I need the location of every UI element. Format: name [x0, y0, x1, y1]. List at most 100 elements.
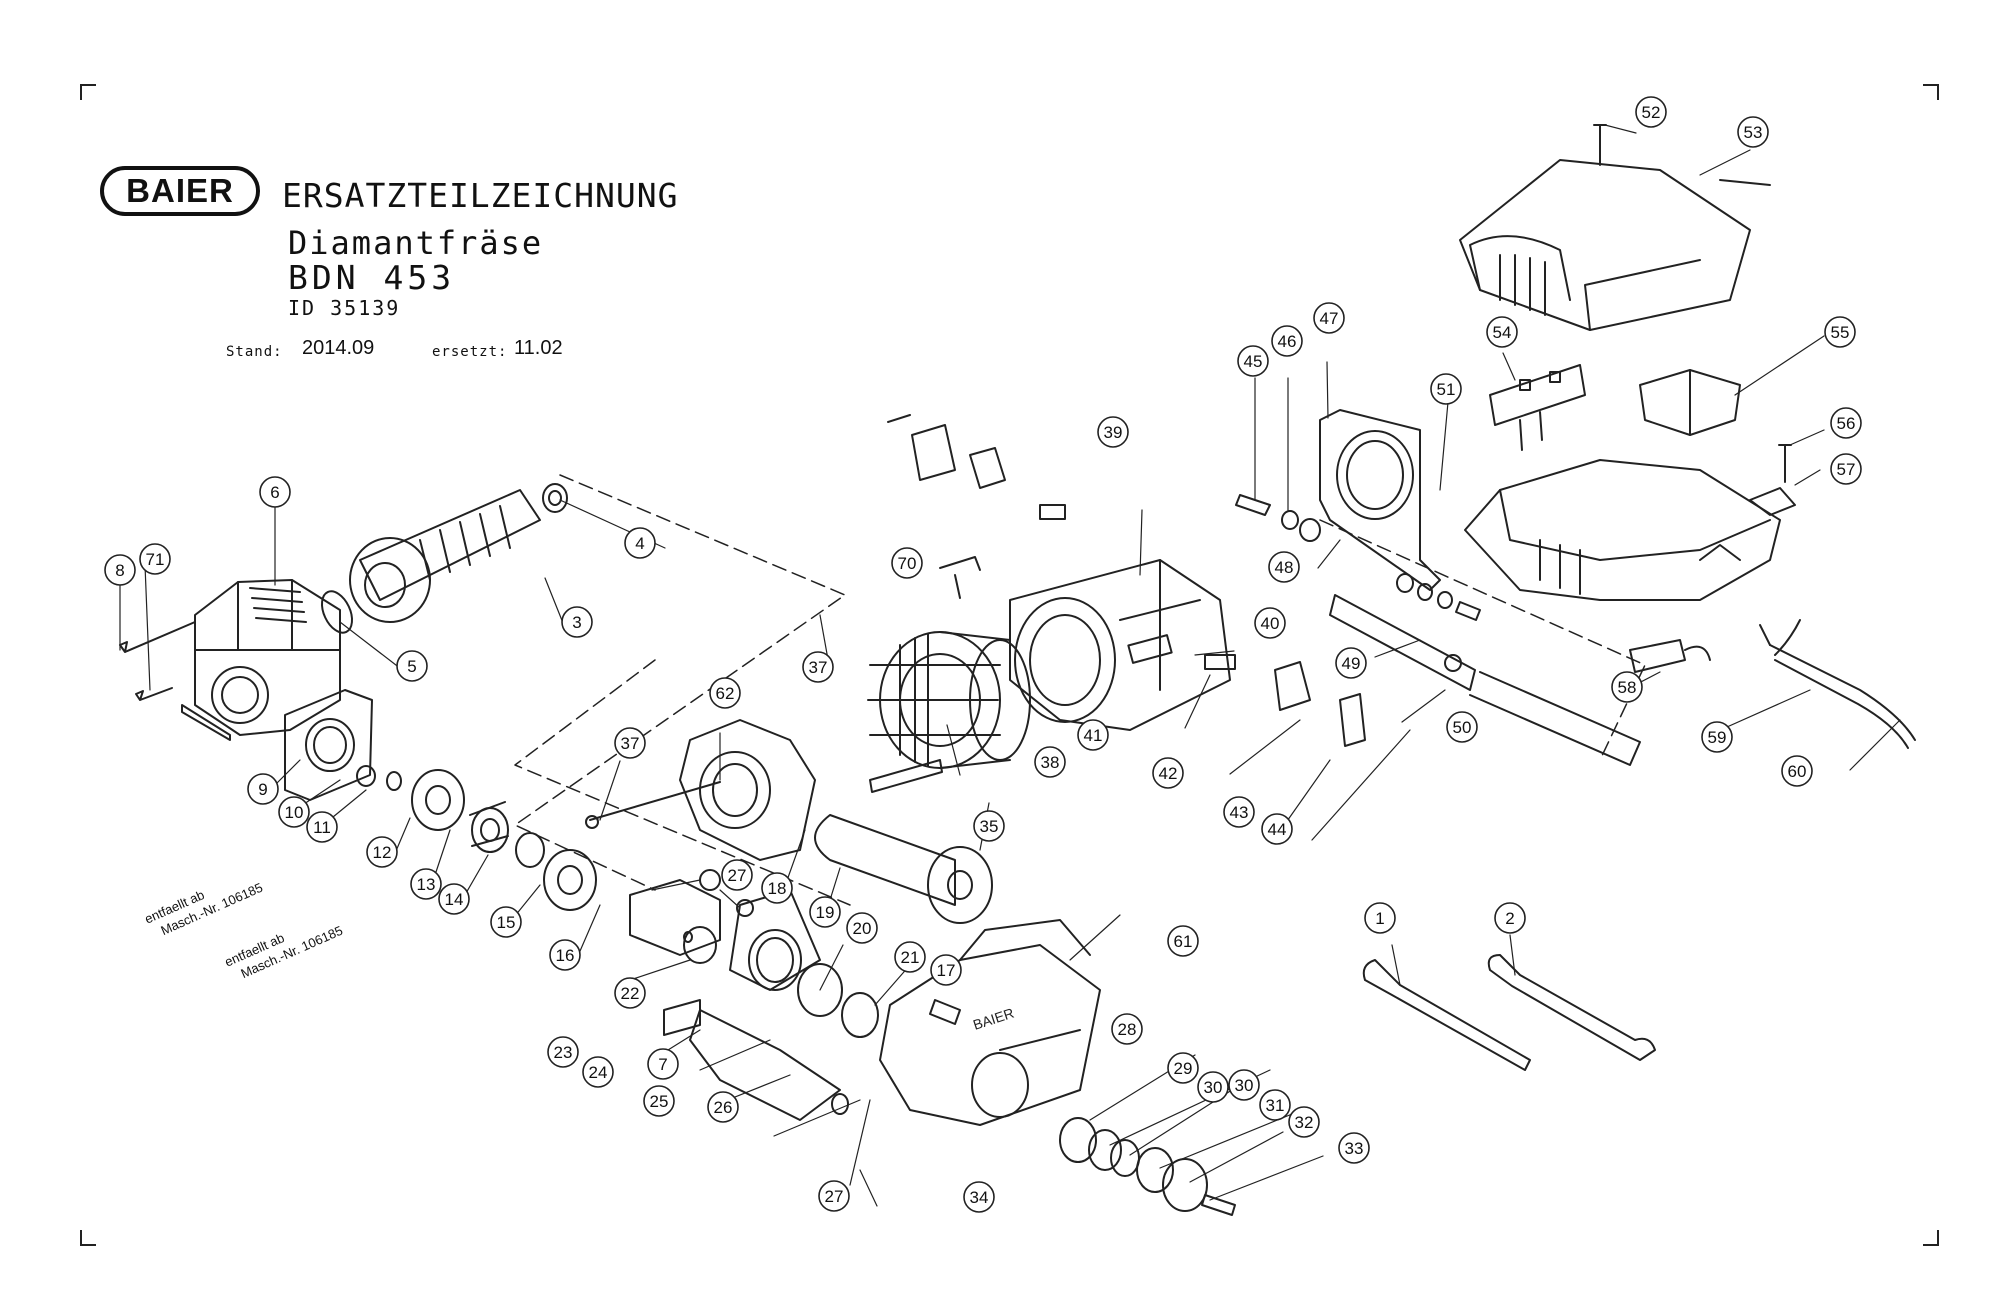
callout-32: 32 — [1288, 1106, 1320, 1138]
callout-label: 30 — [1235, 1076, 1254, 1095]
callout-circle — [802, 651, 834, 683]
callout-24: 24 — [582, 1056, 614, 1088]
callout-circle — [278, 796, 310, 828]
screw-52-part — [1593, 124, 1607, 166]
callout-label: 47 — [1320, 309, 1339, 328]
callout-label: 52 — [1642, 103, 1661, 122]
product-id: ID 35139 — [288, 296, 401, 320]
callout-circle — [709, 677, 741, 709]
callout-30: 30 — [1197, 1071, 1229, 1103]
corner-mark-bottom-right — [1923, 1230, 1939, 1246]
callout-label: 37 — [809, 658, 828, 677]
callout-label: 15 — [497, 913, 516, 932]
gear-and-bearing-parts — [356, 765, 597, 911]
callout-70: 70 — [891, 547, 923, 579]
callout-label: 38 — [1041, 753, 1060, 772]
callout-circle — [1364, 902, 1396, 934]
callout-leader-lines — [119, 124, 1901, 1207]
stator-part — [867, 631, 1031, 769]
guide-rod-parts — [1329, 594, 1641, 766]
callout-18: 18 — [761, 872, 793, 904]
brand-logo: BAIER — [100, 166, 260, 216]
power-cable-part — [1759, 619, 1916, 749]
corner-mark-top-right — [1923, 84, 1939, 100]
callout-circle — [1237, 345, 1269, 377]
callout-23: 23 — [547, 1036, 579, 1068]
spindle-and-flange-parts — [629, 869, 961, 1121]
callout-60: 60 — [1781, 755, 1813, 787]
brush-holder-parts — [869, 414, 1366, 793]
wrench-parts — [1362, 954, 1656, 1071]
callout-34: 34 — [963, 1181, 995, 1213]
callout-42: 42 — [1152, 757, 1184, 789]
callout-27: 27 — [721, 859, 753, 891]
callout-label: 59 — [1708, 728, 1727, 747]
callout-circle — [1635, 96, 1667, 128]
callout-label: 45 — [1244, 352, 1263, 371]
callout-10: 10 — [278, 796, 310, 828]
callout-label: 39 — [1104, 423, 1123, 442]
callout-circle — [582, 1056, 614, 1088]
callout-circle — [614, 977, 646, 1009]
callout-26: 26 — [707, 1091, 739, 1123]
o-ring-part — [320, 590, 354, 634]
callout-7: 7 — [647, 1048, 679, 1080]
stand-value: 2014.09 — [302, 337, 375, 359]
callout-33: 33 — [1338, 1132, 1370, 1164]
callout-label: 13 — [417, 875, 436, 894]
callout-31: 31 — [1259, 1089, 1291, 1121]
callout-71: 71 — [139, 543, 171, 575]
callout-circle — [1430, 373, 1462, 405]
callout-label: 3 — [572, 613, 581, 632]
callout-circle — [614, 727, 646, 759]
capacitor-part — [1629, 639, 1711, 673]
callout-9: 9 — [247, 773, 279, 805]
ersetzt-value: 11.02 — [514, 337, 563, 359]
circuit-board-part — [1489, 364, 1586, 451]
callout-circle — [963, 1181, 995, 1213]
callout-label: 1 — [1375, 909, 1384, 928]
callout-circle — [1261, 813, 1293, 845]
callout-label: 37 — [621, 734, 640, 753]
callout-circle — [846, 912, 878, 944]
callout-label: 34 — [970, 1188, 989, 1207]
callout-41: 41 — [1077, 719, 1109, 751]
callout-label: 62 — [716, 684, 735, 703]
callout-label: 42 — [1159, 764, 1178, 783]
callout-49: 49 — [1335, 647, 1367, 679]
callout-40: 40 — [1254, 607, 1286, 639]
callout-37: 37 — [802, 651, 834, 683]
callout-label: 53 — [1744, 123, 1763, 142]
callout-label: 48 — [1275, 558, 1294, 577]
callout-61: 61 — [1167, 925, 1199, 957]
callout-circle — [973, 810, 1005, 842]
callout-48: 48 — [1268, 551, 1300, 583]
callout-circle — [1097, 416, 1129, 448]
callout-circle — [1111, 1013, 1143, 1045]
callout-2: 2 — [1494, 902, 1526, 934]
callout-circle — [306, 811, 338, 843]
callout-59: 59 — [1701, 721, 1733, 753]
callout-circle — [1223, 796, 1255, 828]
callout-44: 44 — [1261, 813, 1293, 845]
callout-circle — [1830, 453, 1862, 485]
armature-part — [349, 483, 568, 623]
callout-8: 8 — [104, 554, 136, 586]
stand-label: Stand: — [226, 344, 283, 360]
callout-circle — [624, 527, 656, 559]
callout-30: 30 — [1228, 1069, 1260, 1101]
callout-50: 50 — [1446, 711, 1478, 743]
callout-label: 4 — [635, 534, 644, 553]
callout-label: 31 — [1266, 1096, 1285, 1115]
callout-label: 46 — [1278, 332, 1297, 351]
callout-circle — [891, 547, 923, 579]
callout-label: 61 — [1174, 932, 1193, 951]
callout-15: 15 — [490, 906, 522, 938]
callout-circle — [1167, 925, 1199, 957]
callout-47: 47 — [1313, 302, 1345, 334]
callout-label: 43 — [1230, 803, 1249, 822]
callout-27: 27 — [818, 1180, 850, 1212]
callout-circle — [1271, 325, 1303, 357]
